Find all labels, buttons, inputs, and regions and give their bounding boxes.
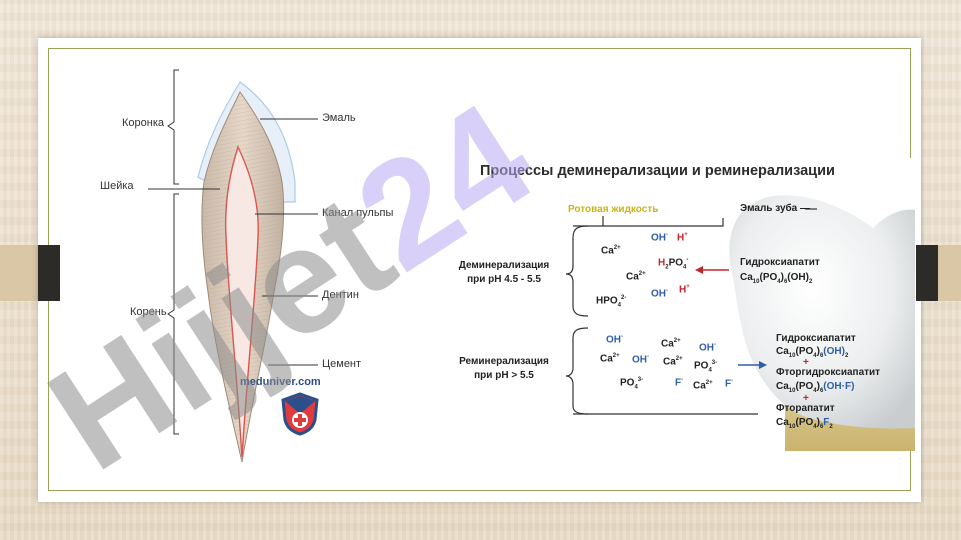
label-root: Корень — [130, 306, 167, 318]
ion-oh-3: OH- — [606, 334, 623, 346]
shield-logo-icon — [281, 392, 319, 436]
oral-fluid-label: Ротовая жидкость — [568, 204, 659, 215]
fluorapatite-label: Фторапатит — [776, 403, 835, 414]
tooth-enamel-label: Эмаль зуба — — [740, 203, 811, 214]
left-edge-band — [0, 245, 38, 301]
ion-ca: Ca2+ — [601, 245, 621, 257]
ion-h2po4: H2PO4- — [658, 257, 689, 271]
right-edge-band — [938, 245, 961, 301]
hydroxyapatite-formula-top: Ca10(PO4)6(OH)2 — [740, 272, 813, 286]
fluorapatite-formula: Ca10(PO4)6F2 — [776, 417, 833, 431]
tooth-anatomy-figure: Коронка Шейка Корень Эмаль Канал пульпы … — [90, 62, 400, 466]
hydroxyapatite-formula: Ca10(PO4)6(OH)2 — [776, 346, 849, 360]
hydroxyapatite-label-top: Гидроксиапатит — [740, 257, 820, 268]
ion-oh-4: OH- — [699, 342, 716, 354]
ion-h: H+ — [677, 232, 688, 244]
demineralization-label: Деминерализация — [458, 260, 550, 271]
ion-ca-2: Ca2+ — [626, 271, 646, 283]
label-pulp-canal: Канал пульпы — [322, 207, 394, 219]
hydroxyapatite-label: Гидроксиапатит — [776, 333, 856, 344]
remineralization-ph: при pH > 5.5 — [474, 370, 534, 381]
ion-ca-5: Ca2+ — [663, 356, 683, 368]
ion-ca-6: Ca2+ — [693, 380, 713, 392]
label-enamel: Эмаль — [322, 112, 356, 124]
ion-f: F- — [675, 377, 684, 389]
region-brackets — [148, 69, 318, 435]
fluorohydroxyapatite-formula: Ca10(PO4)6(OH·F) — [776, 381, 855, 395]
ion-po4: PO43- — [694, 360, 718, 374]
tooth-crown-shape — [729, 195, 915, 429]
label-cement: Цемент — [322, 358, 362, 370]
remineralization-label: Реминерализация — [459, 356, 549, 367]
ion-oh: OH- — [651, 232, 668, 244]
plus-sign-2: + — [803, 393, 809, 404]
fluorohydroxyapatite-label: Фторгидроксиапатит — [776, 367, 881, 378]
label-neck: Шейка — [100, 180, 134, 192]
ion-hpo4: HPO42- — [596, 295, 627, 309]
site-credit: meduniver.com — [240, 376, 321, 388]
pulp-canal — [224, 145, 259, 458]
left-accent-bar — [38, 245, 60, 301]
ion-oh-5: OH- — [632, 354, 649, 366]
remin-bracket — [565, 327, 589, 415]
ion-ca-4: Ca2+ — [600, 353, 620, 365]
process-diagram-lines — [565, 195, 915, 451]
ion-oh-2: OH- — [651, 288, 668, 300]
tooth-drawing — [148, 69, 318, 463]
label-crown: Коронка — [122, 117, 165, 129]
ion-po4-2: PO43- — [620, 377, 644, 391]
diagram-title: Процессы деминерализации и реминерализац… — [480, 163, 835, 179]
oral-fluid-line — [573, 218, 724, 227]
ion-f-2: F- — [725, 378, 734, 390]
mineralization-process-diagram: Процессы деминерализации и реминерализац… — [433, 158, 915, 451]
plus-sign-1: + — [803, 357, 809, 368]
right-accent-bar — [916, 245, 938, 301]
demin-bracket — [565, 225, 589, 317]
label-dentin: Дентин — [322, 289, 359, 301]
ion-h-2: H+ — [679, 284, 690, 296]
ion-ca-3: Ca2+ — [661, 338, 681, 350]
reaction-arrows — [695, 266, 767, 369]
demineralization-ph: при pH 4.5 - 5.5 — [467, 274, 541, 285]
